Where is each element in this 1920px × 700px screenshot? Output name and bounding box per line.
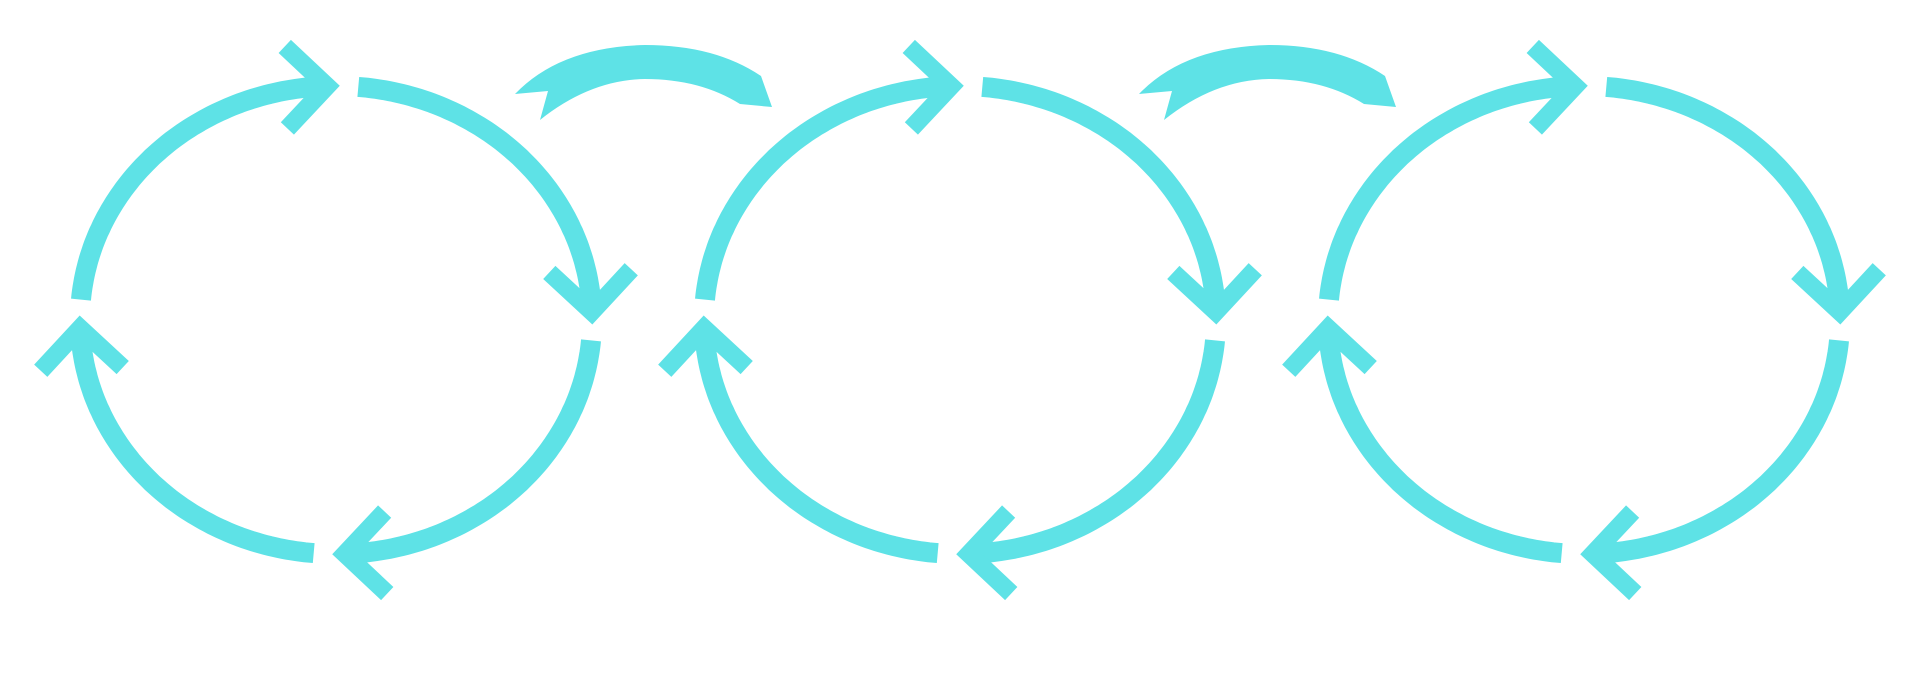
arrow-shaft (977, 339, 1225, 564)
arrow-shaft (1601, 339, 1849, 564)
cycle-2 (658, 39, 1262, 601)
arrow-shaft (981, 76, 1226, 305)
arrow-shaft (1319, 76, 1567, 301)
cycle-arrow-bottom-right (332, 339, 601, 601)
arrowhead-icon (1791, 263, 1886, 325)
connector-arrow-icon (515, 45, 772, 120)
arrowhead-icon (658, 315, 753, 377)
arrow-shaft (694, 335, 939, 564)
arrow-shaft (71, 76, 319, 301)
cycle-arrow-top-right (357, 76, 638, 325)
cycle-arrow-top-left (695, 39, 964, 301)
arrowhead-icon (902, 39, 964, 135)
arrowhead-icon (1580, 505, 1642, 601)
cycle-3 (1282, 39, 1886, 601)
arrow-shaft (70, 335, 315, 564)
arrow-shaft (695, 76, 943, 301)
cycle-arrow-bottom-left (1282, 315, 1563, 564)
arrowhead-icon (1167, 263, 1262, 325)
arrowhead-icon (1526, 39, 1588, 135)
cycle-arrow-bottom-right (1580, 339, 1849, 601)
arrow-shaft (357, 76, 602, 305)
arrowhead-icon (543, 263, 638, 325)
arrowhead-icon (956, 505, 1018, 601)
arrow-shaft (1605, 76, 1850, 305)
cycle-arrow-bottom-right (956, 339, 1225, 601)
connector-arrow-icon (1139, 45, 1396, 120)
cycle-1 (34, 39, 638, 601)
cycle-arrow-bottom-left (34, 315, 315, 564)
arrowhead-icon (332, 505, 394, 601)
arrowhead-icon (1282, 315, 1377, 377)
arrow-shaft (1318, 335, 1563, 564)
arrowhead-icon (34, 315, 129, 377)
arrowhead-icon (278, 39, 340, 135)
cycle-arrow-top-left (71, 39, 340, 301)
cycle-arrow-bottom-left (658, 315, 939, 564)
arrow-shaft (353, 339, 601, 564)
cycle-arrow-top-right (1605, 76, 1886, 325)
cycle-arrow-top-left (1319, 39, 1588, 301)
cycle-arrow-top-right (981, 76, 1262, 325)
